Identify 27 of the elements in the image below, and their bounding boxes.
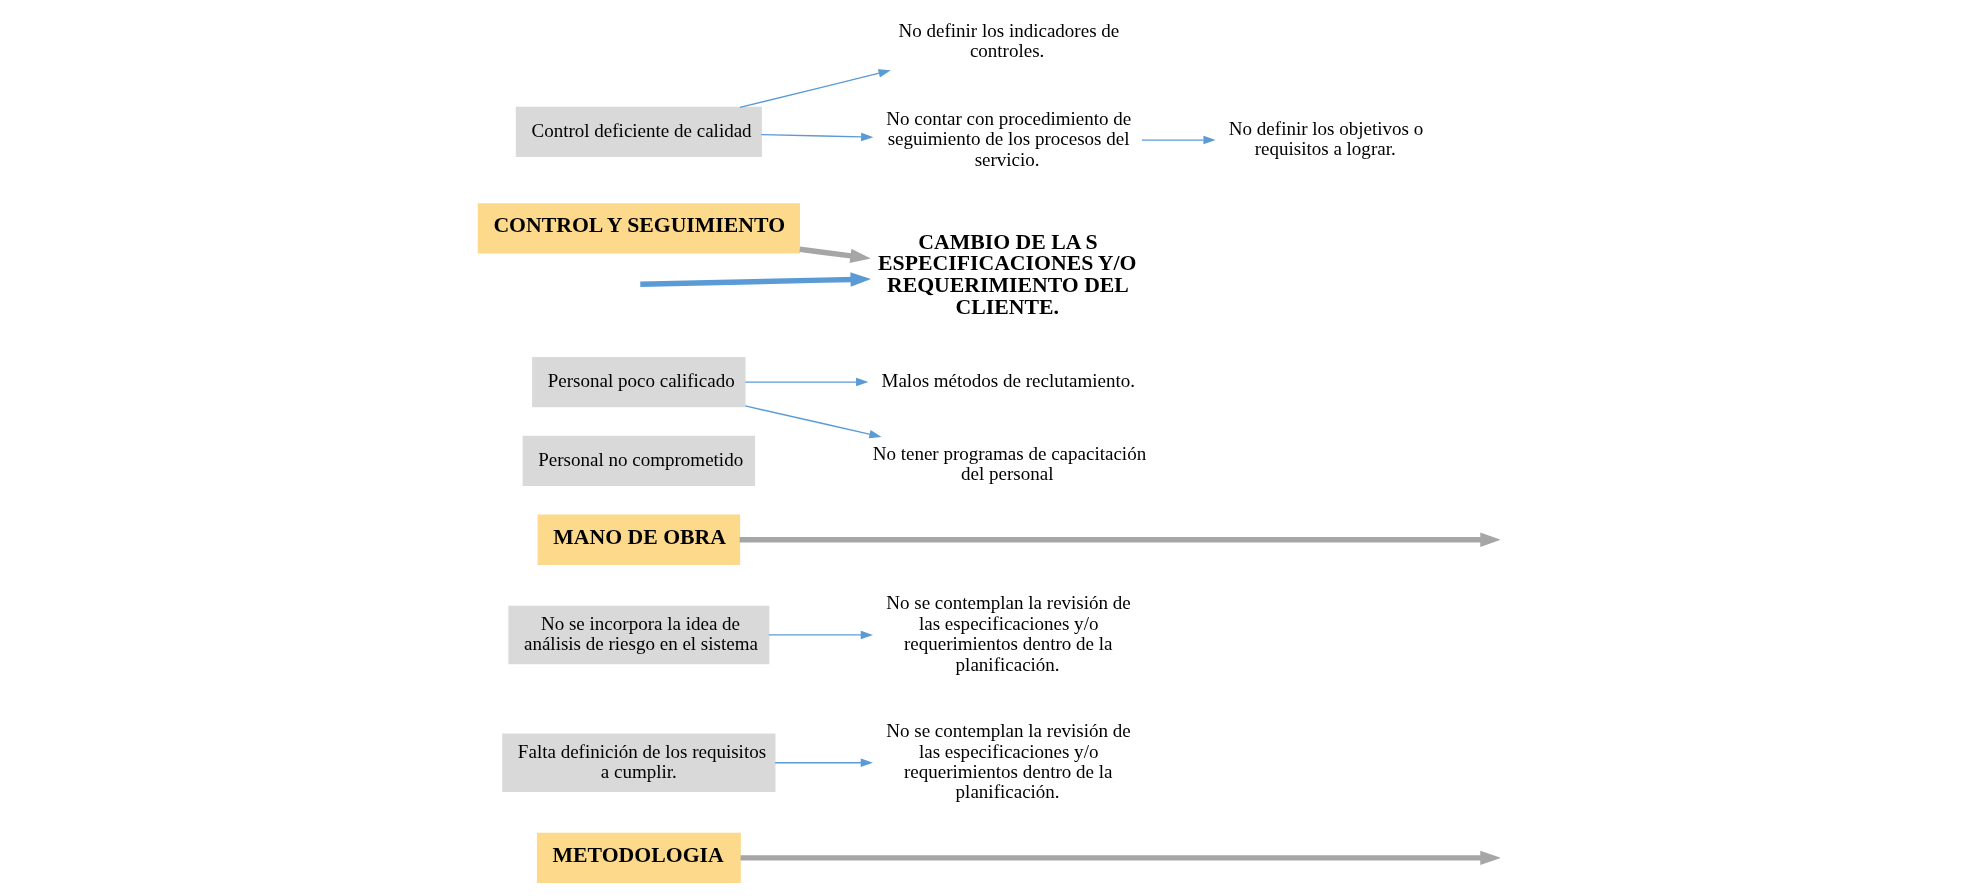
- node-text: No se contemplan la revisión de las especificaciones y/o requerimientos dentro de la planificación.: [885, 720, 1131, 803]
- arrow: [744, 405, 882, 439]
- arrow: [760, 132, 873, 142]
- arrow: [740, 850, 1500, 866]
- node-text: Malos métodos de reclutamiento.: [881, 370, 1135, 392]
- arrow: [1140, 135, 1216, 145]
- node-text: No contar con procedimiento de seguimiento de los procesos del servicio.: [885, 107, 1131, 170]
- node-box: CONTROL Y SEGUIMIENTO: [477, 203, 800, 254]
- arrow: [739, 532, 1500, 547]
- node-box: MANO DE OBRA: [537, 514, 740, 565]
- node-box: METODOLOGIA: [536, 832, 741, 884]
- node-text: CAMBIO DE LA S ESPECIFICACIONES Y/O REQUERIMIENTO DEL CLIENTE.: [877, 229, 1137, 319]
- node-text: No definir los indicadores de controles.: [898, 20, 1119, 62]
- node-box: Falta definición de los requisitos a cumplir.: [501, 733, 775, 792]
- node-box: Personal no comprometido: [522, 435, 755, 487]
- arrow: [744, 377, 868, 387]
- node-box: Control deficiente de calidad: [515, 106, 762, 158]
- arrow: [738, 69, 891, 109]
- arrow: [639, 272, 871, 287]
- arrow: [773, 758, 873, 767]
- arrow: [798, 246, 871, 263]
- node-text: No definir los objetivos o requisitos a lograr.: [1228, 117, 1423, 160]
- arrow: [767, 630, 873, 640]
- node-text: No se contemplan la revisión de las especificaciones y/o requerimientos dentro de la planificación.: [885, 592, 1131, 675]
- node-box: No se incorpora la idea de análisis de riesgo en el sistema: [507, 605, 769, 665]
- node-text: No tener programas de capacitación del personal: [872, 442, 1146, 485]
- node-box: Personal poco calificado: [531, 356, 746, 408]
